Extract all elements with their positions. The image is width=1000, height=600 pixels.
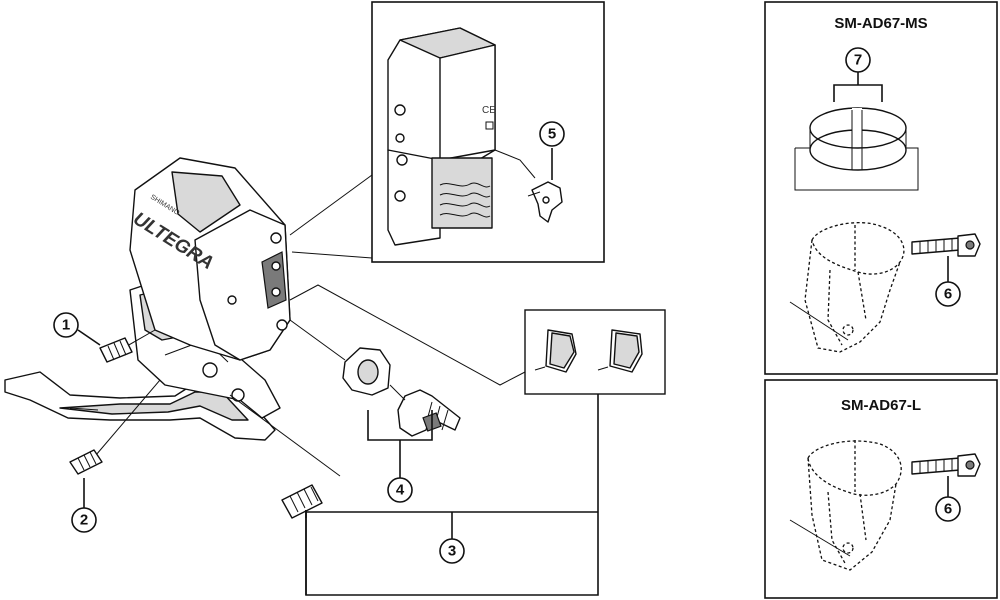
callout-6-l: 6: [935, 496, 961, 522]
callout-2: 2: [71, 507, 97, 533]
svg-text:5: 5: [548, 126, 556, 143]
svg-text:6: 6: [944, 286, 952, 303]
part-1-screw: [99, 337, 133, 363]
part-6-bolt-ms: [911, 233, 981, 257]
callout-7: 7: [845, 47, 871, 73]
part-4-spacer: [342, 347, 391, 396]
sm-ad67-ms-title: SM-AD67-MS: [834, 15, 927, 32]
part-6-bolt-l: [911, 453, 981, 477]
sm-ad67-ms-box: SM-AD67-MS: [764, 1, 998, 375]
svg-text:7: 7: [854, 52, 862, 69]
svg-text:1: 1: [62, 317, 70, 334]
l-dashed-clamp: [789, 440, 902, 571]
ms-dashed-clamp: [789, 222, 905, 353]
inset-motor-unit: CE: [387, 27, 536, 246]
part-2-screw: [69, 449, 103, 475]
callout-5: 5: [539, 121, 565, 147]
inset-detail-box: CE: [289, 1, 605, 263]
part-4-bolt: [397, 389, 461, 437]
callout-1: 1: [53, 312, 79, 338]
svg-text:6: 6: [944, 501, 952, 518]
pads-box: [524, 309, 666, 395]
svg-text:3: 3: [448, 543, 456, 560]
sm-ad67-l-box: SM-AD67-L: [764, 379, 998, 599]
callout-3: 3: [439, 538, 465, 564]
part-7-band: [809, 107, 907, 171]
svg-text:2: 2: [80, 512, 88, 529]
ce-mark: CE: [482, 105, 496, 116]
front-derailleur-main: ULTEGRA SHIMANO: [4, 157, 341, 477]
part-3-screw: [281, 484, 323, 519]
part-5-cable-clip: [527, 181, 563, 223]
sm-ad67-l-title: SM-AD67-L: [841, 397, 921, 414]
callout-6-ms: 6: [935, 281, 961, 307]
callout-4: 4: [387, 477, 413, 503]
svg-text:4: 4: [396, 482, 405, 499]
